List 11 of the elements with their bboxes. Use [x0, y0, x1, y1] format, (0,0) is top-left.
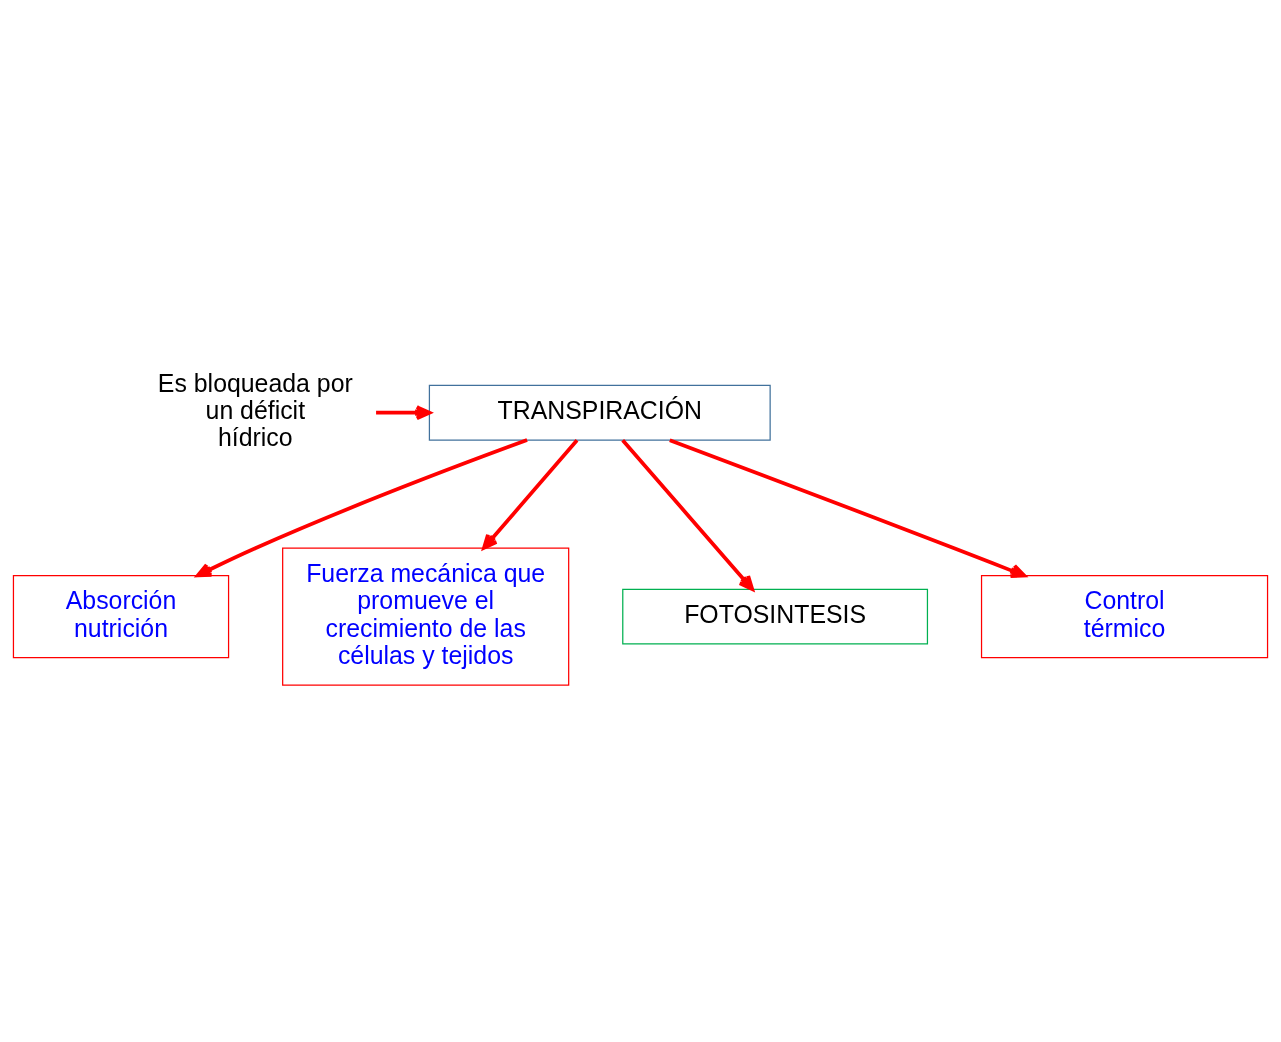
- node-box: FOTOSINTESIS: [622, 588, 929, 645]
- arrow: [482, 438, 579, 550]
- node-text: Es bloqueada por un déficit hídrico: [157, 368, 353, 451]
- arrow: [669, 437, 1027, 578]
- node-box: TRANSPIRACIÓN: [428, 384, 771, 441]
- arrow: [376, 404, 432, 420]
- node-box: Control térmico: [980, 574, 1269, 658]
- arrow: [195, 437, 528, 577]
- arrow: [621, 438, 755, 591]
- node-box: Fuerza mecánica que promueve el crecimiento de las células y tejidos: [282, 547, 570, 686]
- node-box: Absorción nutrición: [12, 574, 230, 658]
